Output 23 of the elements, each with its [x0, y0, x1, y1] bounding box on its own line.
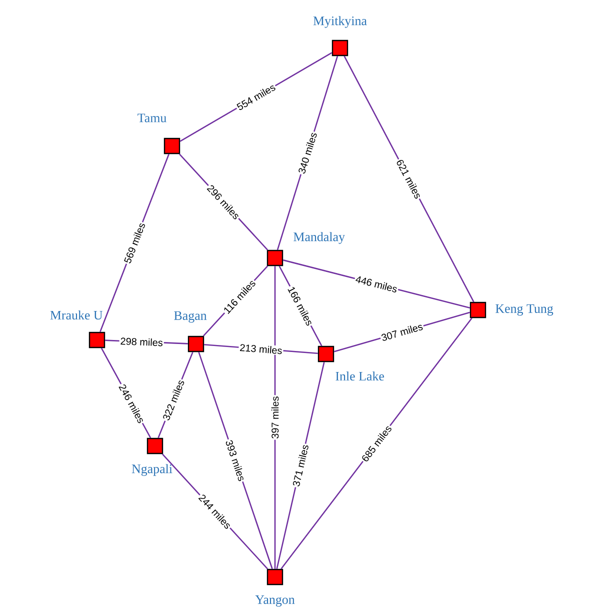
city-name: Yangon — [255, 595, 295, 607]
city-name: Keng Tung — [496, 304, 554, 316]
edge-label: 569 miles — [122, 220, 147, 266]
city-name: Mrauke U — [50, 310, 103, 320]
edge-label: 307 miles — [379, 321, 425, 343]
edge-label: 246 miles — [117, 382, 147, 426]
city-name: Inle Lake — [336, 371, 384, 381]
edge-label: 166 miles — [286, 284, 316, 328]
city-name: Mandalay — [294, 232, 345, 244]
edge-label: 213 miles — [238, 342, 284, 356]
edge-label: 446 miles — [354, 274, 400, 294]
city-name: Ngapali — [132, 464, 172, 476]
edge-label: 621 miles — [394, 157, 424, 201]
city-name: Bagan — [174, 311, 207, 323]
edge-label: 554 miles — [234, 82, 278, 112]
edge-label: 371 miles — [290, 442, 310, 488]
edge-label: 340 miles — [296, 130, 319, 176]
city-name: Tamu — [138, 114, 166, 122]
edge-label: 298 miles — [119, 336, 164, 348]
city-name: Myitkyina — [313, 16, 367, 28]
edge-label: 322 miles — [160, 378, 186, 423]
edge-label: 393 miles — [224, 438, 248, 484]
edge-label: 397 miles — [270, 395, 280, 440]
